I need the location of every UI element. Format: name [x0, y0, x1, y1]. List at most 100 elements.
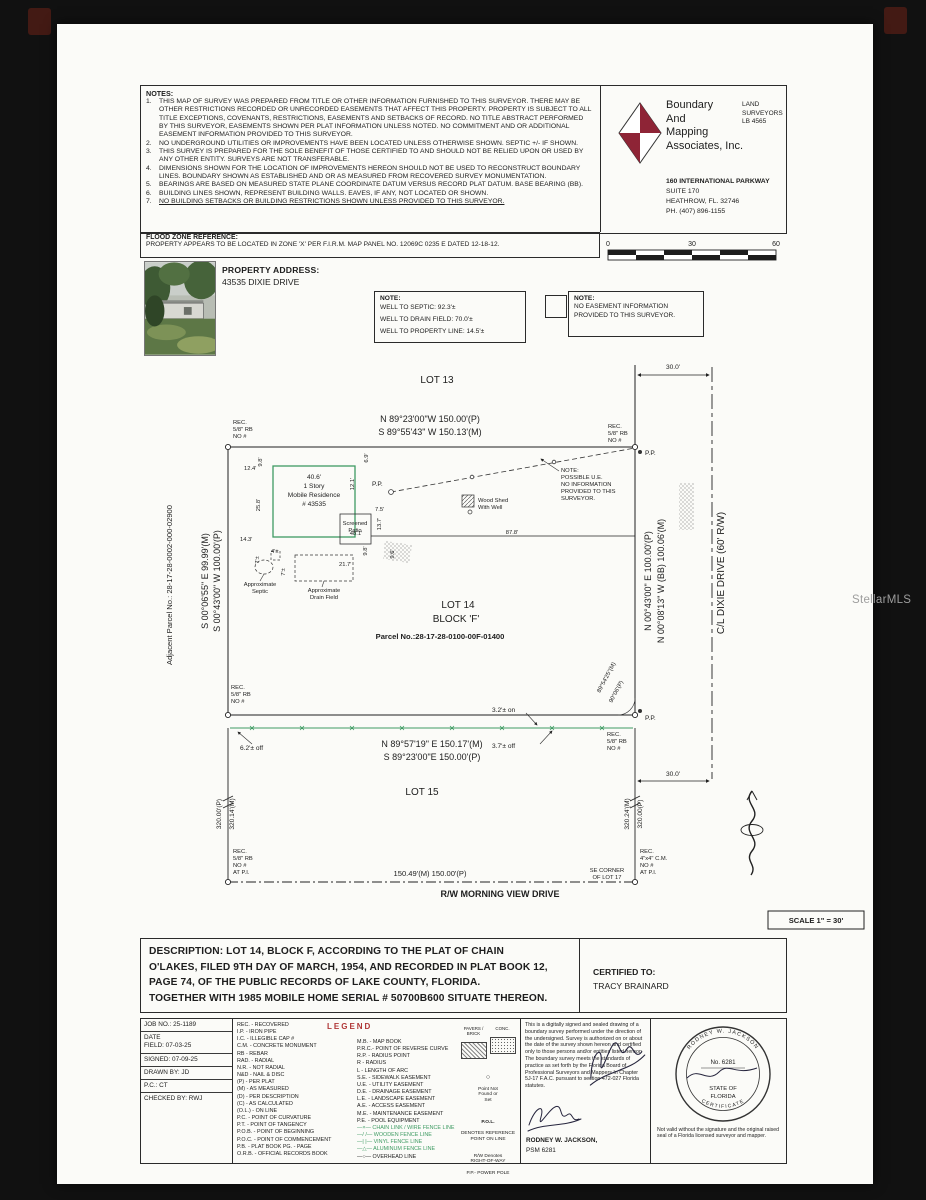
concrete-pad — [383, 541, 412, 563]
well-note-box: NOTE: WELL TO SEPTIC: 92.3'±WELL TO DRAI… — [374, 291, 526, 343]
property-photo — [139, 260, 220, 356]
note-number: 6. — [146, 189, 152, 197]
note-text: THIS MAP OF SURVEY WAS PREPARED FROM TIT… — [159, 98, 592, 139]
legend-item: L.E. - LANDSCAPE EASEMENT — [357, 1096, 436, 1103]
monument-label: 5/8" RB — [233, 427, 253, 433]
ue-note-line: NO INFORMATION — [561, 482, 611, 488]
mobile-home-outline — [272, 465, 356, 538]
notes-list: 1. THIS MAP OF SURVEY WAS PREPARED FROM … — [146, 98, 592, 206]
scale-note-box — [767, 910, 865, 930]
logo-lower-wing — [619, 133, 640, 163]
job-info-row: P.C.: CT — [141, 1080, 232, 1094]
company-name-line: Mapping — [666, 126, 709, 138]
legend-item: (D) - PER DESCRIPTION — [237, 1093, 299, 1100]
company-address-line: HEATHROW, FL. 32746 — [666, 198, 740, 205]
point-not-found-text: Point Not Found or Set — [478, 1086, 498, 1104]
legend-item: REC. - RECOVERED — [237, 1022, 289, 1028]
note-item: 5. BEARINGS ARE BASED ON MEASURED STATE … — [146, 181, 592, 189]
legend-item: R - RADIUS — [357, 1060, 387, 1067]
company-logo-icon — [618, 102, 662, 164]
monument-label: REC. — [231, 685, 245, 691]
note-item: 6. BUILDING LINES SHOWN, REPRESENT BUILD… — [146, 190, 592, 198]
legend-item: R.P. - RADIUS POINT — [357, 1053, 410, 1060]
pavers-pattern-icon — [460, 1042, 487, 1059]
legend-fence-item: —×— CHAIN LINK / WIRE FENCE LINE — [357, 1125, 455, 1131]
overhead-utility-line — [390, 447, 636, 493]
monument-label: 5/8" RB — [608, 431, 628, 437]
company-phone: PH. (407) 896-1155 — [666, 208, 726, 215]
dim-label: 48.1' — [350, 531, 362, 537]
dim-label: 320.24'(M) — [624, 798, 631, 829]
power-pole-symbol — [638, 450, 642, 454]
notes-title: NOTES: — [146, 89, 174, 98]
scale-tick-30: 30 — [688, 241, 696, 248]
dim-label: 320.00'(P) — [216, 799, 223, 829]
company-type-line: SURVEYORS — [742, 109, 783, 117]
morning-view-drive-label: R/W MORNING VIEW DRIVE — [441, 889, 560, 899]
legend-item: D.E. - DRAINAGE EASEMENT — [357, 1089, 432, 1096]
monument-label: NO # — [233, 434, 247, 440]
note-text: BEARINGS ARE BASED ON MEASURED STATE PLA… — [159, 181, 583, 189]
legend-item: (O.L.) - ON LINE — [237, 1107, 278, 1114]
well-note-line: WELL TO SEPTIC: 92.3'± — [380, 304, 456, 311]
legal-description: DESCRIPTION: LOT 14, BLOCK F, ACCORDING … — [149, 946, 548, 1004]
job-info-row: JOB NO.: 25-1189 — [141, 1019, 232, 1033]
pol-text: DENOTES REFERENCE POINT ON LINE — [460, 1131, 516, 1142]
east-bearing-plat: N 00°43'00" E 100.00'(P) — [643, 531, 653, 631]
handwritten-signature — [527, 1105, 582, 1132]
power-pole-label: P.P. — [372, 481, 383, 488]
company-name-line: And — [666, 112, 686, 125]
note-number: 7. — [146, 198, 152, 206]
legend-fence-item: —△— ALUMINUM FENCE LINE — [357, 1146, 436, 1153]
wood-shed-symbol — [461, 494, 475, 508]
legend-item: (M) - AS MEASURED — [237, 1086, 289, 1093]
power-pole-symbol — [388, 489, 394, 495]
legend-item: RAD. - RADIAL — [237, 1057, 275, 1064]
dim-label: 21.7' — [339, 562, 351, 568]
pp-legend: P.P.- POWER POLE — [466, 1171, 510, 1177]
concrete-label: CONC. — [495, 1026, 510, 1031]
legend-item: I.P. - IRON PIPE — [237, 1029, 277, 1036]
pavers-legend: PAVERS / BRICK — [460, 1021, 487, 1064]
legend-item: P.B. - PLAT BOOK PG. - PAGE — [237, 1143, 312, 1150]
company-address: 160 INTERNATIONAL PARKWAY SUITE 170 HEAT… — [666, 177, 770, 217]
scale-tick-0: 0 — [606, 241, 610, 248]
company-address-line: 160 INTERNATIONAL PARKWAY — [666, 178, 770, 185]
parcel-number: Parcel No.:28-17-28-0100-00F-01400 — [376, 632, 505, 641]
legend-item: A.E. - ACCESS EASEMENT — [357, 1103, 425, 1110]
monument-label: AT P.I. — [233, 870, 250, 876]
right-of-way-lines — [222, 728, 641, 883]
easement-note-line: PROVIDED TO THIS SURVEYOR. — [574, 312, 676, 320]
easement-note-title: NOTE: — [574, 295, 595, 302]
point-not-found-legend: ○ Point Not Found or Set — [457, 1068, 519, 1110]
svg-text:CERTIFICATE: CERTIFICATE — [700, 1098, 745, 1110]
job-info-row: SIGNED: 07-09-25 — [141, 1054, 232, 1067]
dim-label: 12.1' — [350, 478, 356, 490]
corner-monuments — [224, 443, 639, 886]
company-name: Boundary And Mapping Associates, Inc. — [666, 99, 743, 153]
power-pole-symbol — [638, 709, 642, 713]
legend-item: C.M. - CONCRETE MONUMENT — [237, 1043, 317, 1050]
legend-item: I.C. - ILLEGIBLE CAP # — [237, 1036, 295, 1043]
septic-label: Septic — [252, 589, 268, 595]
lot15-label: LOT 15 — [405, 787, 439, 798]
legend-item: RB - REBAR — [237, 1050, 268, 1057]
legend-item: S.E. - SIDEWALK EASEMENT — [357, 1074, 431, 1081]
legend-item: U.E. - UTILITY EASEMENT — [357, 1081, 424, 1088]
survey-drawing: SCALE 1" = 30' LOT 13 LOT 14 BLOCK 'F' L… — [165, 364, 865, 930]
dim-label: 30.0' — [666, 771, 680, 778]
monument-label: NO # — [231, 699, 245, 705]
logo-upper-wing — [640, 103, 661, 133]
legend-item: N.R. - NOT RADIAL — [237, 1064, 285, 1071]
description-box: DESCRIPTION: LOT 14, BLOCK F, ACCORDING … — [140, 938, 787, 1013]
stellar-mls-watermark: StellarMLS — [852, 594, 912, 606]
circle-icon: ○ — [485, 1073, 491, 1081]
house-label: 1 Story — [304, 483, 326, 490]
legend-item: (C) - AS CALCULATED — [237, 1100, 293, 1107]
legend-fence-list: —×— CHAIN LINK / WIRE FENCE LINE—/ /— WO… — [357, 1125, 456, 1154]
header-frame — [140, 85, 787, 234]
ue-note-line: NOTE: — [561, 468, 579, 474]
well-note-line: WELL TO DRAIN FIELD: 70.0'± — [380, 316, 473, 323]
seal-ring-text: CERTIFICATE — [700, 1098, 744, 1110]
